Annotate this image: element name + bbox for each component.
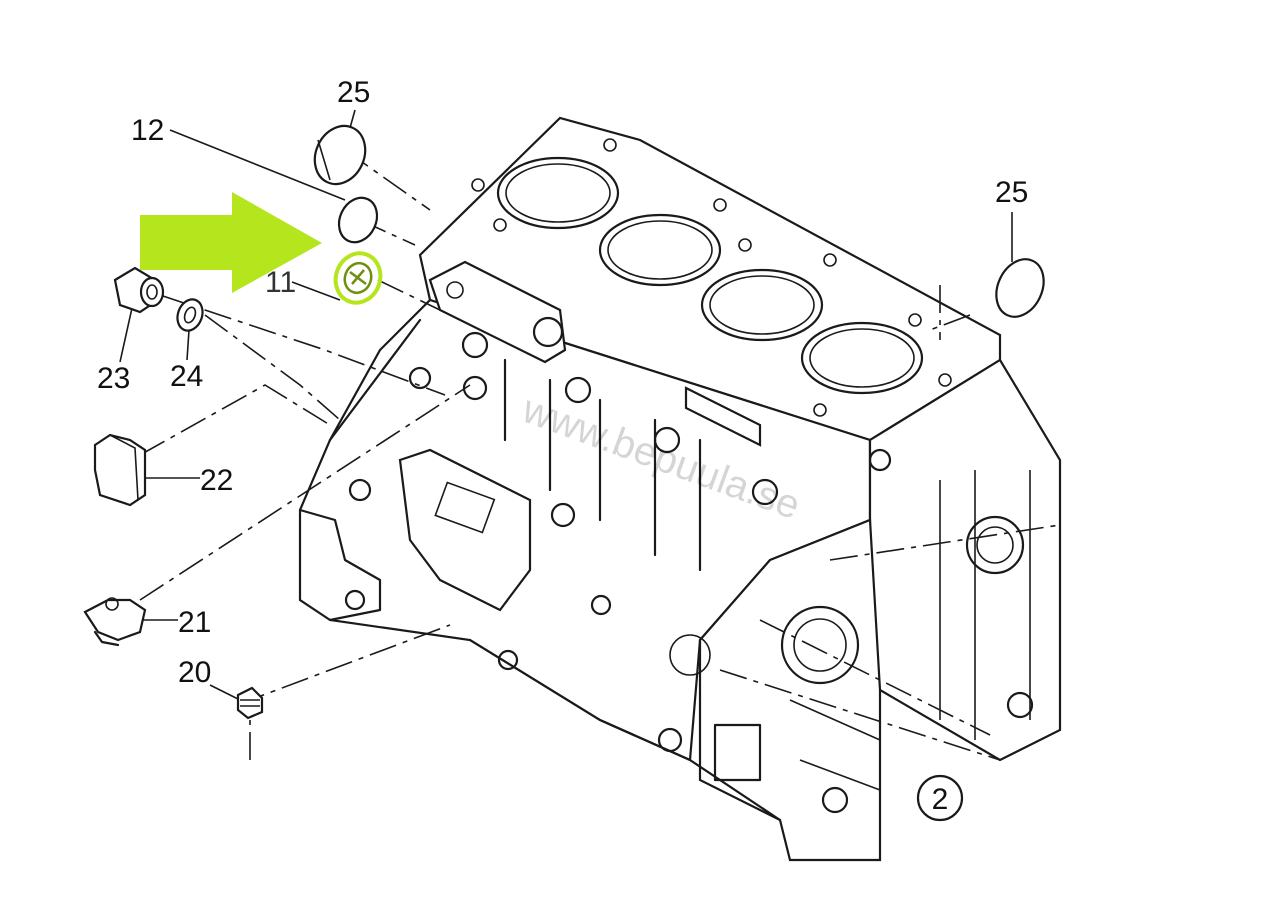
callout-21: 21 <box>178 606 211 639</box>
callout-20: 20 <box>178 656 211 689</box>
callout-leaders <box>119 109 1013 701</box>
callout-2-circled: 2 <box>916 774 964 822</box>
callout-22: 22 <box>200 464 233 497</box>
part-23-fitting <box>113 266 165 314</box>
callout-24: 24 <box>170 360 203 393</box>
part-11-highlighted <box>333 251 383 305</box>
callout-25-top: 25 <box>337 76 370 109</box>
callout-11: 11 <box>265 266 296 299</box>
part-25-right <box>995 258 1045 318</box>
callout-25-right: 25 <box>995 176 1028 209</box>
part-22-cap <box>93 433 147 507</box>
part-20-plug <box>236 686 264 720</box>
part-25-top <box>313 124 367 186</box>
callout-12: 12 <box>131 114 164 147</box>
part-21-valve <box>83 597 147 647</box>
engine-block <box>298 116 1062 862</box>
part-12-plug <box>337 196 379 244</box>
callout-23: 23 <box>97 362 130 395</box>
highlight-arrow <box>140 192 322 293</box>
part-24-washer <box>176 298 204 332</box>
callout-2: 2 <box>932 783 949 816</box>
